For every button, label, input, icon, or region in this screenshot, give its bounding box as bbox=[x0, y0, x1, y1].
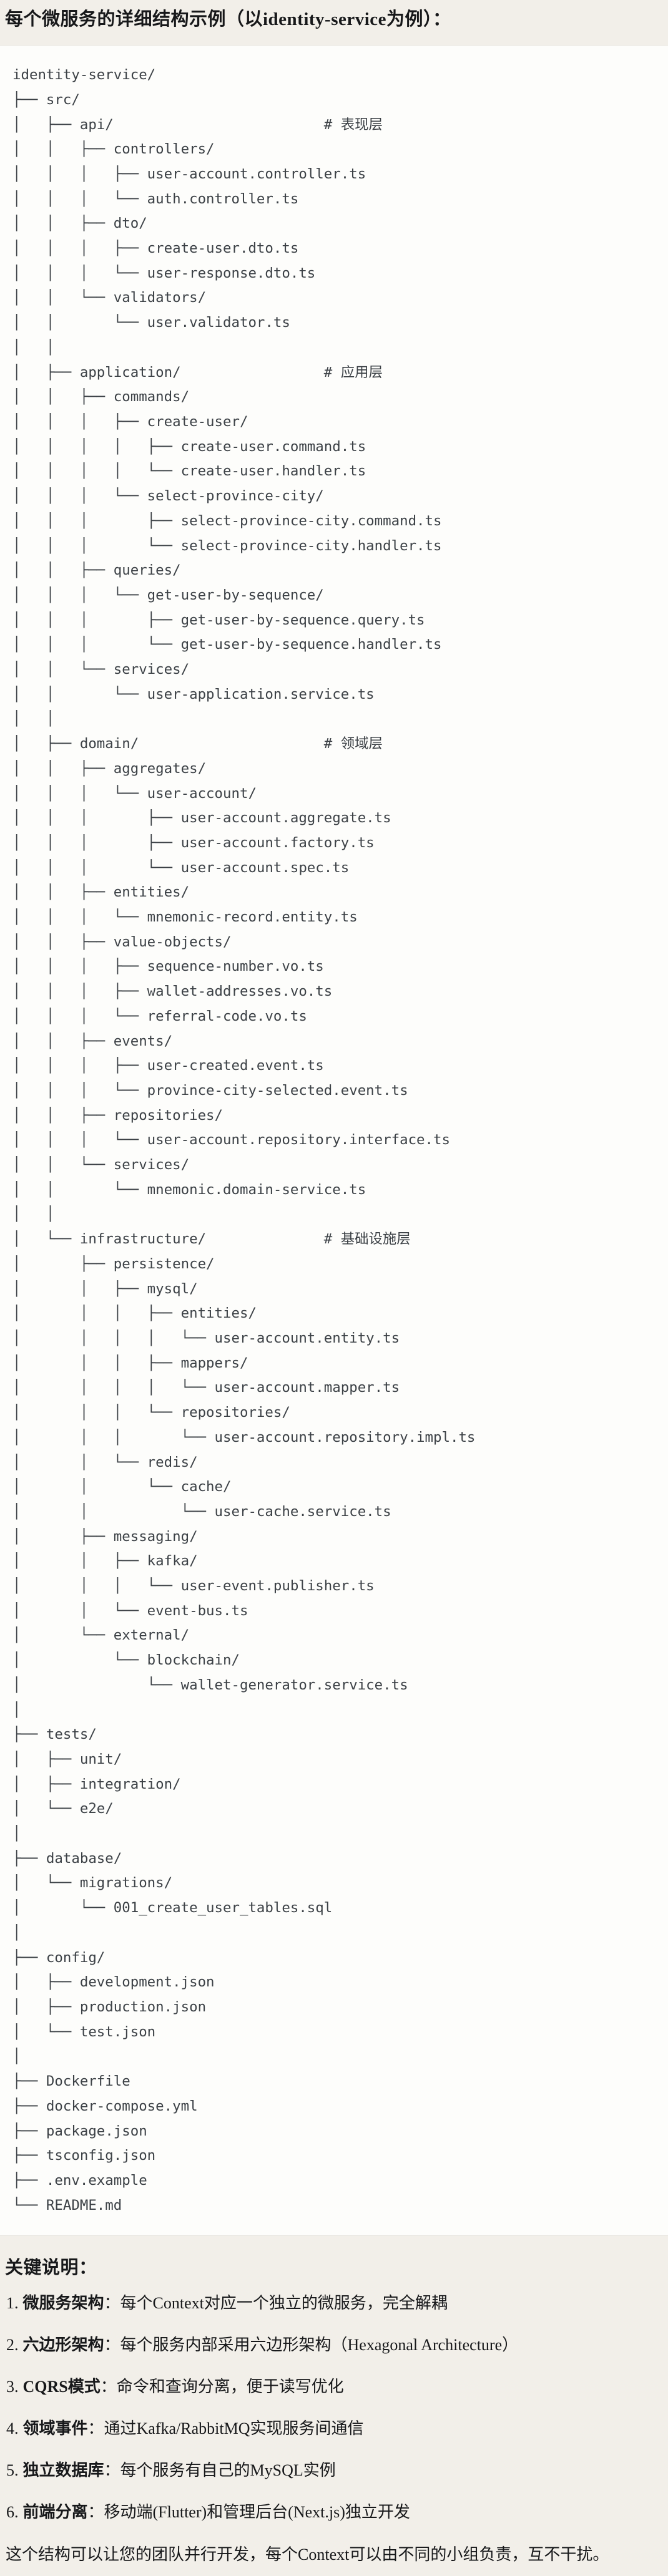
code-panel: identity-service/ ├── src/ │ ├── api/ # … bbox=[0, 45, 668, 2237]
list-item-number: 2. bbox=[6, 2336, 19, 2355]
list-item-text: 微服务架构：每个Context对应一个独立的微服务，完全解耦 bbox=[23, 2294, 448, 2313]
list-item-number: 6. bbox=[6, 2502, 19, 2521]
list-item-desc: ：通过Kafka/RabbitMQ实现服务间通信 bbox=[87, 2419, 364, 2437]
list-item-number: 1. bbox=[6, 2294, 19, 2313]
list-item-term: CQRS模式 bbox=[22, 2378, 101, 2396]
list-item: 6. 前端分离：移动端(Flutter)和管理后台(Next.js)独立开发 bbox=[6, 2503, 662, 2522]
list-item-text: 六边形架构：每个服务内部采用六边形架构（Hexagonal Architectu… bbox=[23, 2336, 519, 2355]
closing-note: 这个结构可以让您的团队并行开发，每个Context可以由不同的小组负责，互不干扰… bbox=[6, 2545, 609, 2564]
key-points-section: 关键说明： 1. 微服务架构：每个Context对应一个独立的微服务，完全解耦 … bbox=[0, 2253, 668, 2564]
list-item-number: 3. bbox=[6, 2378, 19, 2396]
list-item-desc: ：每个Context对应一个独立的微服务，完全解耦 bbox=[104, 2294, 448, 2313]
list-item-term: 六边形架构 bbox=[22, 2336, 104, 2355]
list-item: 5. 独立数据库：每个服务有自己的MySQL实例 bbox=[6, 2461, 662, 2480]
list-item-desc: ：每个服务有自己的MySQL实例 bbox=[104, 2461, 336, 2479]
list-item-number: 4. bbox=[6, 2419, 19, 2437]
list-item-text: 前端分离：移动端(Flutter)和管理后台(Next.js)独立开发 bbox=[23, 2503, 410, 2522]
list-item: 3. CQRS模式：命令和查询分离，便于读写优化 bbox=[6, 2378, 662, 2396]
page-title: 每个微服务的详细结构示例（以identity-service为例）： bbox=[5, 9, 451, 29]
list-item-text: 独立数据库：每个服务有自己的MySQL实例 bbox=[23, 2461, 336, 2480]
list-item-term: 领域事件 bbox=[22, 2419, 88, 2437]
list-item-desc: ：移动端(Flutter)和管理后台(Next.js)独立开发 bbox=[87, 2502, 410, 2521]
list-item-desc: ：每个服务内部采用六边形架构（Hexagonal Architecture） bbox=[104, 2336, 519, 2355]
document: 每个微服务的详细结构示例（以identity-service为例）： ident… bbox=[0, 7, 668, 2564]
list-item-term: 前端分离 bbox=[22, 2502, 88, 2521]
list-item-number: 5. bbox=[6, 2461, 19, 2479]
list-item-text: 领域事件：通过Kafka/RabbitMQ实现服务间通信 bbox=[23, 2419, 364, 2438]
list-item-text: CQRS模式：命令和查询分离，便于读写优化 bbox=[23, 2378, 344, 2396]
list-item-desc: ：命令和查询分离，便于读写优化 bbox=[100, 2378, 344, 2396]
list-item: 1. 微服务架构：每个Context对应一个独立的微服务，完全解耦 bbox=[6, 2294, 662, 2313]
list-item-term: 微服务架构 bbox=[22, 2294, 104, 2313]
directory-tree-code-block: identity-service/ ├── src/ │ ├── api/ # … bbox=[12, 67, 476, 2214]
list-item-term: 独立数据库 bbox=[22, 2461, 104, 2479]
list-item: 4. 领域事件：通过Kafka/RabbitMQ实现服务间通信 bbox=[6, 2419, 662, 2438]
key-points-heading: 关键说明： bbox=[5, 2258, 97, 2278]
list-item: 2. 六边形架构：每个服务内部采用六边形架构（Hexagonal Archite… bbox=[6, 2336, 662, 2355]
key-points-list: 1. 微服务架构：每个Context对应一个独立的微服务，完全解耦 2. 六边形… bbox=[5, 2294, 662, 2521]
